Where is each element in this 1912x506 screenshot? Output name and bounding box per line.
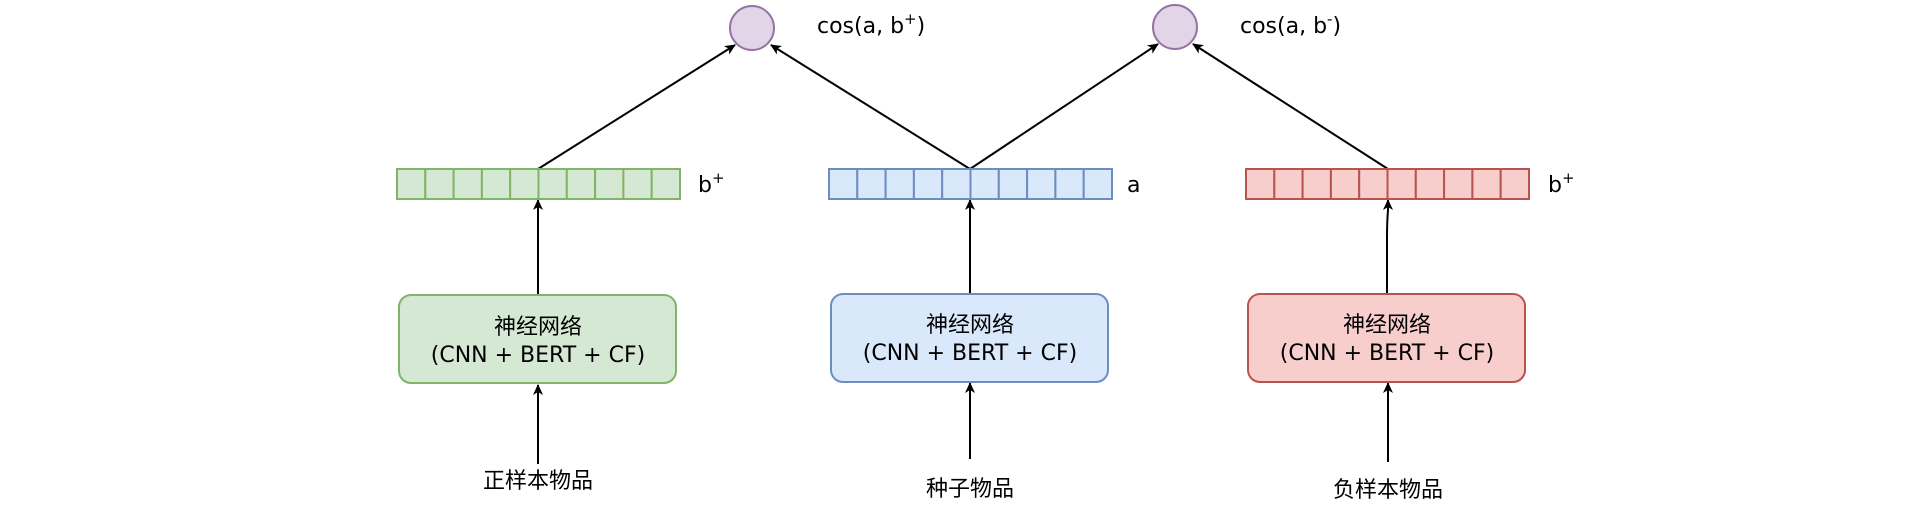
arrow-vector-negative-to-score-neg xyxy=(1192,43,1389,170)
network-box-positive: 神经网络 (CNN + BERT + CF) xyxy=(398,294,677,384)
score-circle-negative xyxy=(1152,4,1198,50)
network-title-seed: 神经网络 xyxy=(926,313,1014,338)
network-subtitle-seed: (CNN + BERT + CF) xyxy=(863,341,1077,366)
network-title-positive: 神经网络 xyxy=(494,315,582,340)
network-rect-negative xyxy=(1247,293,1526,383)
vector-cell xyxy=(424,168,455,200)
vector-cell xyxy=(969,168,1000,200)
network-rect-seed xyxy=(830,293,1109,383)
network-box-seed: 神经网络 (CNN + BERT + CF) xyxy=(830,293,1109,383)
arrow-vector-positive-to-score-pos xyxy=(537,44,736,170)
input-label-positive: 正样本物品 xyxy=(483,469,593,494)
vector-cell xyxy=(1499,168,1530,200)
vector-cell xyxy=(1301,168,1332,200)
input-label-negative: 负样本物品 xyxy=(1333,478,1443,503)
embedding-vector-positive xyxy=(396,168,682,200)
vector-cell xyxy=(452,168,483,200)
vector-cell xyxy=(565,168,597,200)
score-node-positive: cos(a, b+) xyxy=(729,5,925,51)
vector-cell xyxy=(941,168,972,200)
vector-label-seed: a xyxy=(1127,173,1140,198)
vector-cell xyxy=(856,168,887,200)
vector-cell xyxy=(1026,168,1057,200)
vector-cell xyxy=(1082,168,1113,200)
network-rect-positive xyxy=(398,294,677,384)
vector-cell xyxy=(509,168,540,200)
vector-cell xyxy=(828,168,859,200)
network-title-negative: 神经网络 xyxy=(1343,313,1431,338)
vector-label-negative: b+ xyxy=(1548,169,1575,198)
score-label-negative: cos(a, b-) xyxy=(1240,10,1341,39)
vector-cell xyxy=(1443,168,1474,200)
embedding-vector-negative xyxy=(1245,168,1530,200)
arrow-vector-seed-to-score-neg xyxy=(969,43,1159,170)
arrow-network-to-vector-negative xyxy=(1383,199,1393,294)
vector-cell xyxy=(1358,168,1389,200)
vector-label-positive: b+ xyxy=(698,169,725,198)
network-box-negative: 神经网络 (CNN + BERT + CF) xyxy=(1247,293,1526,383)
vector-cell xyxy=(1414,168,1446,200)
network-subtitle-positive: (CNN + BERT + CF) xyxy=(431,343,645,368)
vector-cell xyxy=(884,168,915,200)
input-label-seed: 种子物品 xyxy=(926,477,1014,502)
vector-cell xyxy=(650,168,682,200)
vector-cell xyxy=(537,168,568,200)
vector-cell xyxy=(1329,168,1361,200)
vector-cell xyxy=(1054,168,1085,200)
vector-cell xyxy=(912,168,944,200)
vector-cell xyxy=(1245,168,1276,200)
vector-cell xyxy=(594,168,625,200)
vector-cell xyxy=(1471,168,1502,200)
score-circle-positive xyxy=(729,5,775,51)
embedding-vector-seed xyxy=(828,168,1113,200)
arrow-vector-seed-to-score-pos xyxy=(770,44,971,170)
vector-cell xyxy=(997,168,1029,200)
vector-cell xyxy=(480,168,512,200)
vector-cell xyxy=(1386,168,1417,200)
connections xyxy=(533,43,1393,464)
score-nodes: cos(a, b+) cos(a, b-) xyxy=(729,4,1341,51)
vector-cell xyxy=(1273,168,1304,200)
vector-cell xyxy=(622,168,653,200)
vector-cell xyxy=(396,168,427,200)
network-subtitle-negative: (CNN + BERT + CF) xyxy=(1280,341,1494,366)
score-node-negative: cos(a, b-) xyxy=(1152,4,1341,50)
score-label-positive: cos(a, b+) xyxy=(817,10,925,39)
